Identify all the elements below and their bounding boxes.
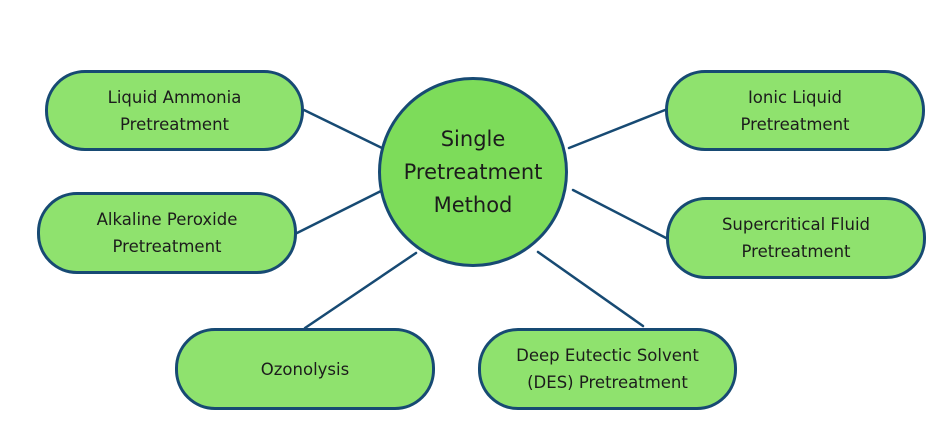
- connector-ionic-liquid: [567, 108, 667, 150]
- connector-supercritical-fluid: [571, 188, 668, 240]
- connector-liquid-ammonia: [302, 108, 384, 150]
- node-label: Liquid Ammonia Pretreatment: [107, 87, 242, 134]
- node-alkaline-peroxide-pretreatment: Alkaline Peroxide Pretreatment: [37, 192, 297, 274]
- node-label: Supercritical Fluid Pretreatment: [721, 215, 871, 261]
- connector-ozonolysis: [303, 251, 418, 330]
- connector-deep-eutectic: [536, 250, 645, 328]
- node-label: Deep Eutectic Solvent (DES) Pretreatment: [516, 346, 699, 392]
- node-liquid-ammonia-pretreatment: Liquid Ammonia Pretreatment: [45, 70, 304, 151]
- connector-alkaline-peroxide: [295, 189, 383, 235]
- node-deep-eutectic-solvent-pretreatment: Deep Eutectic Solvent (DES) Pretreatment: [478, 328, 737, 410]
- node-label: Ozonolysis: [260, 359, 350, 379]
- node-supercritical-fluid-pretreatment: Supercritical Fluid Pretreatment: [666, 197, 926, 279]
- node-ionic-liquid-pretreatment: Ionic Liquid Pretreatment: [665, 70, 925, 151]
- central-node-label: Single Pretreatment Method: [403, 126, 543, 217]
- node-ozonolysis: Ozonolysis: [175, 328, 435, 410]
- node-label: Ionic Liquid Pretreatment: [740, 87, 850, 134]
- central-node-single-pretreatment-method: Single Pretreatment Method: [378, 77, 568, 267]
- node-label: Alkaline Peroxide Pretreatment: [96, 210, 238, 256]
